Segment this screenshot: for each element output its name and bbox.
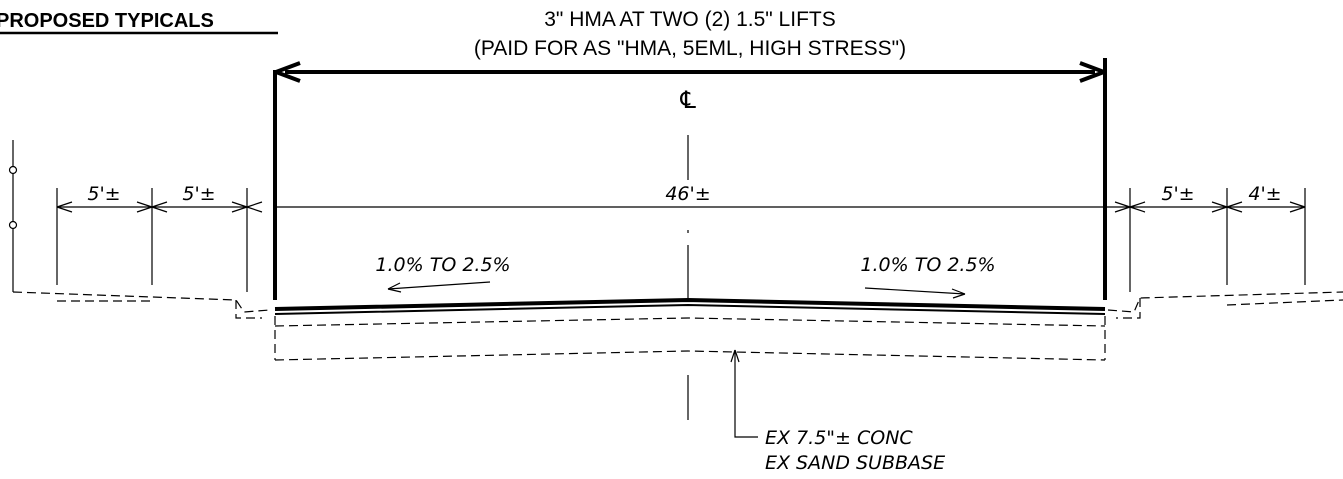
proposed-hma-surface <box>274 297 1106 315</box>
existing-subbase-layer <box>274 350 1106 361</box>
existing-ground-left <box>12 291 271 319</box>
dim-pavement: 46'± <box>665 183 710 205</box>
left-dimension-chain <box>56 188 263 292</box>
slope-left-arrow <box>387 281 491 293</box>
pavement-width-heavy-dimension <box>273 58 1107 300</box>
existing-ground-right <box>1107 291 1343 319</box>
existing-concrete-layer <box>274 316 1106 360</box>
dim-left-inner: 5'± <box>182 183 215 205</box>
pavement-note-line-1: 3" HMA AT TWO (2) 1.5" LIFTS <box>544 8 835 31</box>
right-dimension-chain <box>1105 188 1306 292</box>
slope-right-label: 1.0% TO 2.5% <box>860 254 995 276</box>
slope-left-label: 1.0% TO 2.5% <box>375 254 510 276</box>
centerline-symbol: ℄ <box>677 86 699 114</box>
callout-line-1: EX 7.5"± CONC <box>765 427 913 449</box>
callout-line-2: EX SAND SUBBASE <box>765 452 945 474</box>
utility-pole-symbol <box>8 140 18 292</box>
dim-right-outer: 4'± <box>1248 183 1281 205</box>
dim-right-inner: 5'± <box>1161 183 1194 205</box>
callout-leader <box>730 349 758 438</box>
slope-right-arrow <box>864 287 966 299</box>
dim-left-outer: 5'± <box>87 183 120 205</box>
section-title: PROPOSED TYPICALS <box>0 10 214 32</box>
pavement-note-line-2: (PAID FOR AS "HMA, 5EML, HIGH STRESS") <box>474 37 906 60</box>
